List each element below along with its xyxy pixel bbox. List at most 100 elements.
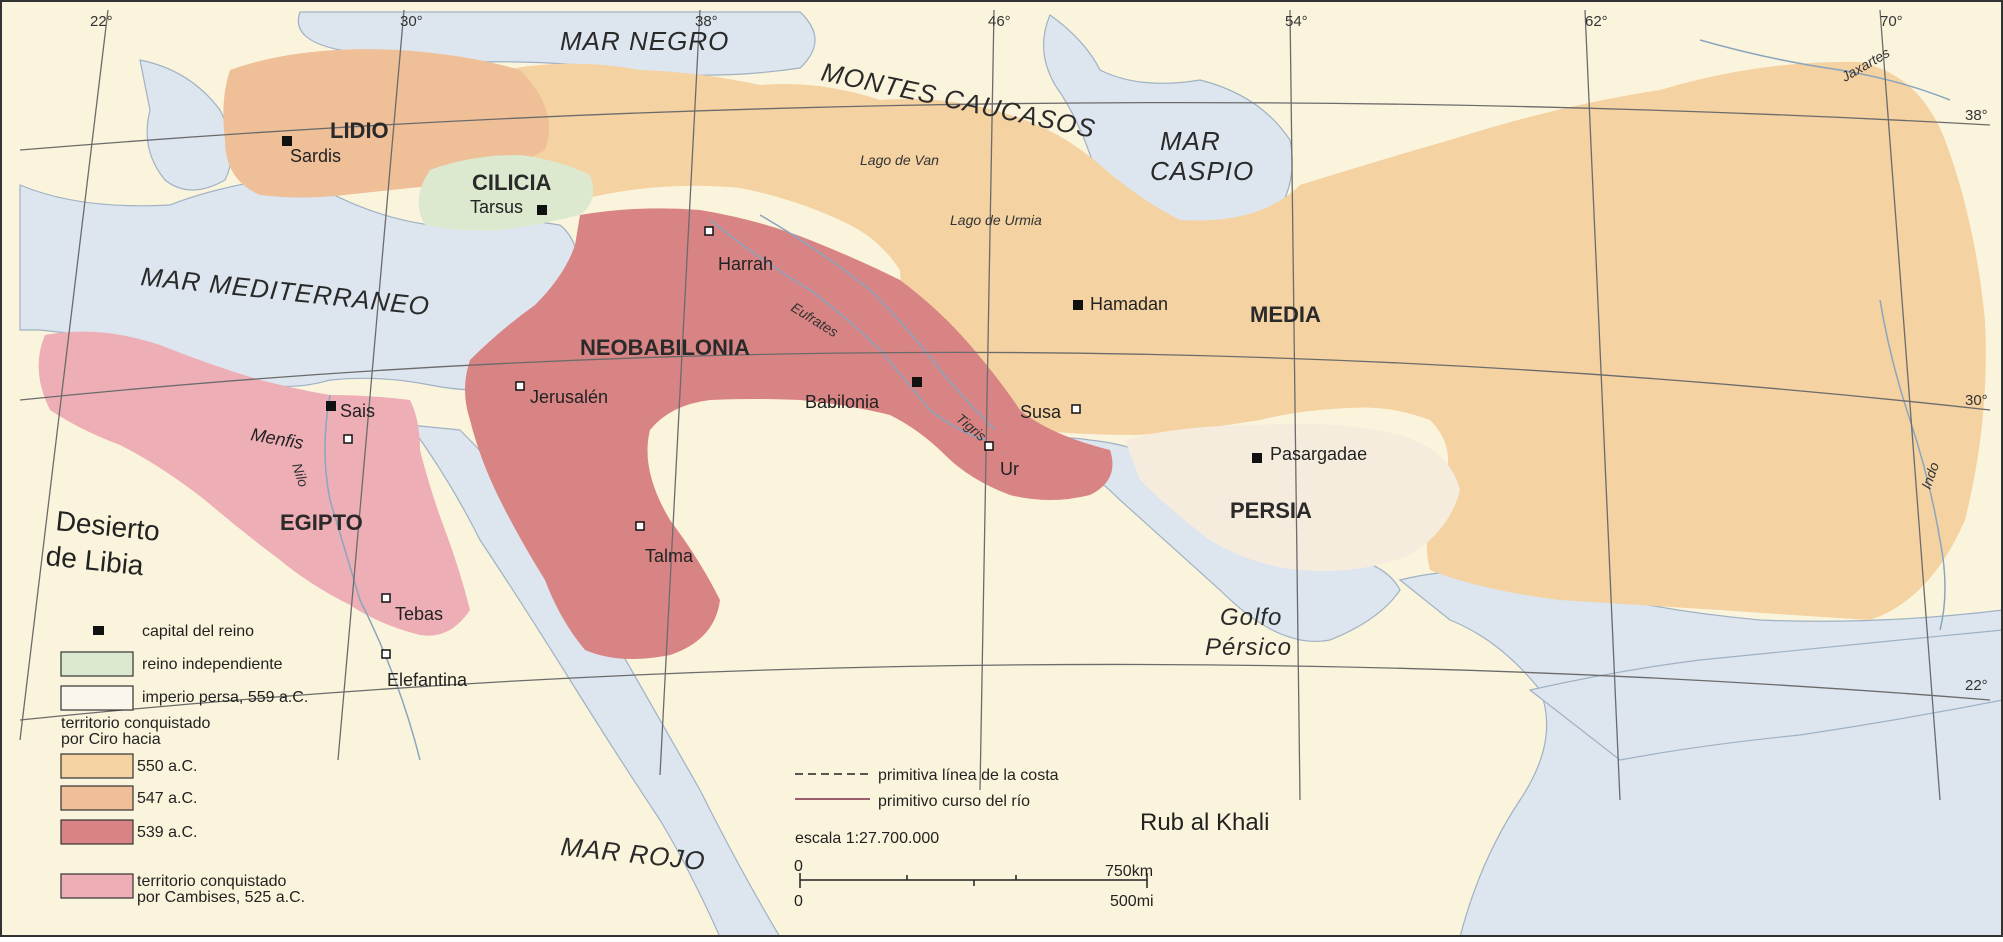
region-cilicia-label: CILICIA — [472, 170, 552, 195]
scale-zero-km: 0 — [794, 858, 803, 875]
city-sardis-label: Sardis — [290, 146, 341, 166]
parallel-30 — [19, 351, 1991, 411]
meridian-70 — [1879, 9, 1941, 801]
region-neobabylonia-label: NEOBABILONIA — [580, 335, 750, 360]
meridian-22 — [19, 9, 109, 741]
region-lydia-label: LIDIO — [330, 118, 389, 143]
city-marker-elephantine — [381, 649, 391, 659]
meridian-54 — [1289, 9, 1301, 801]
lon-label-70: 70° — [1880, 13, 1903, 30]
territory-persian-empire — [1125, 423, 1460, 571]
aegean-shape — [139, 59, 233, 191]
lat-label-30: 30° — [1965, 392, 1988, 409]
region-egypt-label: EGIPTO — [280, 510, 363, 535]
lat-label-22: 22° — [1965, 677, 1988, 694]
gulf-label-1: Golfo — [1220, 604, 1282, 631]
city-ur-label: Ur — [1000, 459, 1019, 479]
city-marker-susa — [1071, 404, 1081, 414]
black-sea-label: MAR NEGRO — [560, 26, 729, 56]
legend-capital-swatch — [93, 626, 104, 635]
territory-cambyses-egypt — [38, 331, 471, 636]
legend-independent-label: reino independiente — [142, 656, 283, 673]
meridian-46 — [979, 9, 995, 791]
city-marker-talma — [635, 521, 645, 531]
legend-550-label: 550 a.C. — [137, 758, 197, 775]
nile-river — [324, 394, 421, 761]
territory-independent-cilicia — [418, 155, 594, 231]
legend-539-label: 539 a.C. — [137, 824, 197, 841]
capital-marker-babylon — [912, 377, 922, 387]
territory-550 — [470, 61, 1986, 620]
city-susa-label: Susa — [1020, 402, 1062, 422]
scale-bar: escala 1:27.700.000 0 750km 0 500mi — [794, 830, 1154, 910]
city-harrah-label: Harrah — [718, 254, 773, 274]
city-talma-label: Talma — [645, 546, 694, 566]
legend-539-swatch — [60, 819, 134, 845]
scale-text: escala 1:27.700.000 — [795, 830, 939, 847]
legend-cambyses-swatch — [60, 873, 134, 899]
euphrates-river — [709, 219, 986, 441]
legend-persian-swatch — [60, 685, 134, 711]
seas — [19, 11, 2003, 938]
coordinate-labels: 22° 30° 38° 46° 54° 62° 70° 38° 30° 22° — [90, 13, 1988, 694]
legend-independent-swatch — [60, 651, 134, 677]
city-thebes-label: Tebas — [395, 604, 443, 624]
lat-label-38: 38° — [1965, 107, 1988, 124]
jaxartes-river — [1699, 39, 1951, 101]
cities — [343, 226, 1081, 659]
rub-al-khali-label: Rub al Khali — [1140, 809, 1269, 836]
rivers — [324, 39, 1951, 761]
scale-zero-mi: 0 — [794, 893, 803, 910]
legend-547-swatch — [60, 785, 134, 811]
lon-label-62: 62° — [1585, 13, 1608, 30]
capital-marker-sais — [326, 401, 336, 411]
capitals — [282, 136, 1262, 463]
legend-river-label: primitivo curso del río — [878, 793, 1030, 810]
lon-label-54: 54° — [1285, 13, 1308, 30]
lon-label-30: 30° — [400, 13, 423, 30]
caspian-label-2: CASPIO — [1150, 156, 1254, 186]
city-marker-harrah — [704, 226, 714, 236]
capital-marker-hamadan — [1073, 300, 1083, 310]
lake-van-label: Lago de Van — [860, 152, 939, 168]
city-pasargadae-label: Pasargadae — [1270, 444, 1367, 464]
lon-label-46: 46° — [988, 13, 1011, 30]
legend: capital del reino reino independiente im… — [60, 623, 308, 906]
gulf-label-2: Pérsico — [1205, 634, 1292, 661]
legend-capital-label: capital del reino — [142, 623, 254, 640]
city-marker-thebes — [381, 593, 391, 603]
nile-label: Nilo — [289, 461, 312, 489]
indus-river — [1879, 299, 1946, 631]
city-hamadan-label: Hamadan — [1090, 294, 1168, 314]
caspian-label-1: MAR — [1160, 126, 1221, 156]
meridian-38 — [659, 9, 701, 776]
meridian-62 — [1584, 9, 1621, 801]
legend-547-label: 547 a.C. — [137, 790, 197, 807]
lon-label-22: 22° — [90, 13, 113, 30]
region-persia-label: PERSIA — [1230, 498, 1312, 523]
meridian-30 — [337, 9, 405, 761]
legend-persian-label: imperio persa, 559 a.C. — [142, 689, 308, 706]
legend-lines: primitiva línea de la costa primitivo cu… — [795, 767, 1059, 810]
capital-marker-tarsus — [537, 205, 547, 215]
territory-539-neobabylonia — [465, 208, 1113, 660]
city-jerusalem-label: Jerusalén — [530, 387, 608, 407]
city-tarsus-label: Tarsus — [470, 197, 523, 217]
legend-cambyses-label-1: territorio conquistado — [137, 873, 287, 890]
city-babylon-label: Babilonia — [805, 392, 880, 412]
scale-mi-label: 500mi — [1110, 893, 1154, 910]
city-marker-jerusalem — [515, 381, 525, 391]
city-sais-label: Sais — [340, 401, 375, 421]
legend-conquered-header-1: territorio conquistado — [61, 715, 211, 732]
legend-550-swatch — [60, 753, 134, 779]
tigris-river — [759, 214, 996, 431]
graticule — [19, 9, 1991, 801]
capital-marker-sardis — [282, 136, 292, 146]
parallel-22 — [19, 663, 1991, 721]
region-labels: LIDIO CILICIA NEOBABILONIA MEDIA PERSIA … — [280, 118, 1321, 535]
region-media-label: MEDIA — [1250, 302, 1321, 327]
scale-km-label: 750km — [1105, 863, 1153, 880]
parallel-38 — [19, 101, 1991, 151]
